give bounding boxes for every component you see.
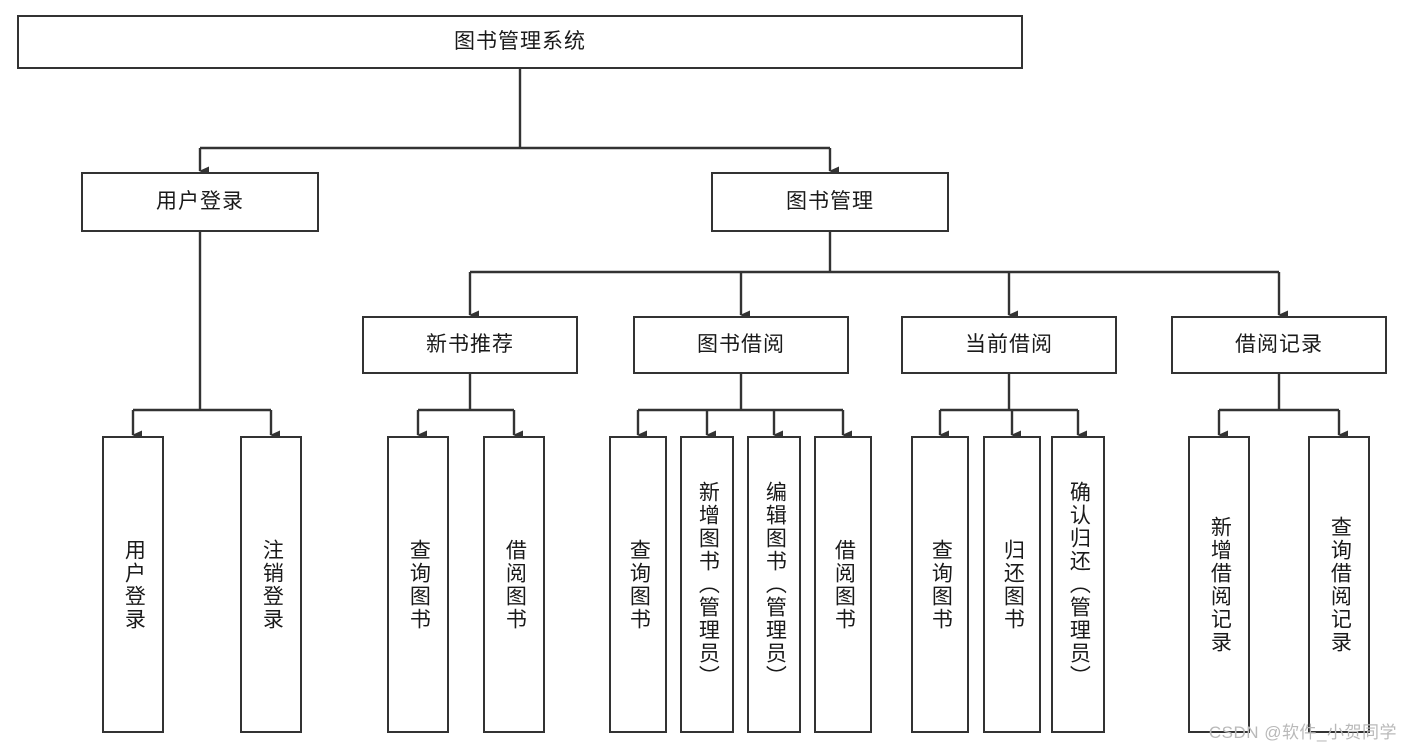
node-current-borrow-label: 当前借阅	[965, 333, 1053, 357]
node-book-manage[interactable]: 图书管理	[711, 172, 949, 232]
node-new-book-rec[interactable]: 新书推荐	[362, 316, 578, 374]
node-leaf-borrow-book-rec-label: 借阅图书	[503, 538, 527, 631]
node-leaf-add-record[interactable]: 新增借阅记录	[1188, 436, 1250, 733]
node-leaf-edit-book-label: 编辑图书（管理员）	[763, 481, 787, 688]
node-leaf-user-login-label: 用户登录	[122, 538, 146, 631]
node-current-borrow[interactable]: 当前借阅	[901, 316, 1117, 374]
node-leaf-query-record-label: 查询借阅记录	[1328, 515, 1352, 654]
node-leaf-query-book-label: 查询图书	[627, 538, 651, 631]
node-leaf-query-book-cur[interactable]: 查询图书	[911, 436, 969, 733]
node-leaf-return-book-label: 归还图书	[1001, 538, 1025, 631]
node-user-login[interactable]: 用户登录	[81, 172, 319, 232]
watermark-text: CSDN @软件_小贺同学	[1208, 723, 1397, 742]
node-root[interactable]: 图书管理系统	[17, 15, 1023, 69]
node-book-borrow[interactable]: 图书借阅	[633, 316, 849, 374]
node-borrow-record-label: 借阅记录	[1235, 333, 1323, 357]
node-leaf-query-book-cur-label: 查询图书	[929, 538, 953, 631]
node-leaf-borrow-book-rec[interactable]: 借阅图书	[483, 436, 545, 733]
node-leaf-confirm-return-label: 确认归还（管理员）	[1067, 481, 1091, 688]
node-leaf-add-record-label: 新增借阅记录	[1208, 515, 1232, 654]
node-leaf-edit-book[interactable]: 编辑图书（管理员）	[747, 436, 801, 733]
connector-lines	[131, 69, 1348, 440]
node-leaf-user-logout[interactable]: 注销登录	[240, 436, 302, 733]
node-book-borrow-label: 图书借阅	[697, 333, 785, 357]
node-leaf-query-record[interactable]: 查询借阅记录	[1308, 436, 1370, 733]
node-leaf-query-book[interactable]: 查询图书	[609, 436, 667, 733]
node-leaf-query-book-rec-label: 查询图书	[407, 538, 431, 631]
node-book-manage-label: 图书管理	[786, 190, 874, 214]
node-new-book-rec-label: 新书推荐	[426, 333, 514, 357]
node-leaf-query-book-rec[interactable]: 查询图书	[387, 436, 449, 733]
node-leaf-add-book-label: 新增图书（管理员）	[696, 481, 720, 688]
node-leaf-borrow-book-label: 借阅图书	[832, 538, 856, 631]
node-leaf-add-book[interactable]: 新增图书（管理员）	[680, 436, 734, 733]
node-user-login-label: 用户登录	[156, 190, 244, 214]
node-leaf-borrow-book[interactable]: 借阅图书	[814, 436, 872, 733]
node-leaf-return-book[interactable]: 归还图书	[983, 436, 1041, 733]
node-borrow-record[interactable]: 借阅记录	[1171, 316, 1387, 374]
node-leaf-user-logout-label: 注销登录	[260, 538, 284, 631]
node-leaf-user-login[interactable]: 用户登录	[102, 436, 164, 733]
node-leaf-confirm-return[interactable]: 确认归还（管理员）	[1051, 436, 1105, 733]
node-root-label: 图书管理系统	[454, 30, 586, 54]
